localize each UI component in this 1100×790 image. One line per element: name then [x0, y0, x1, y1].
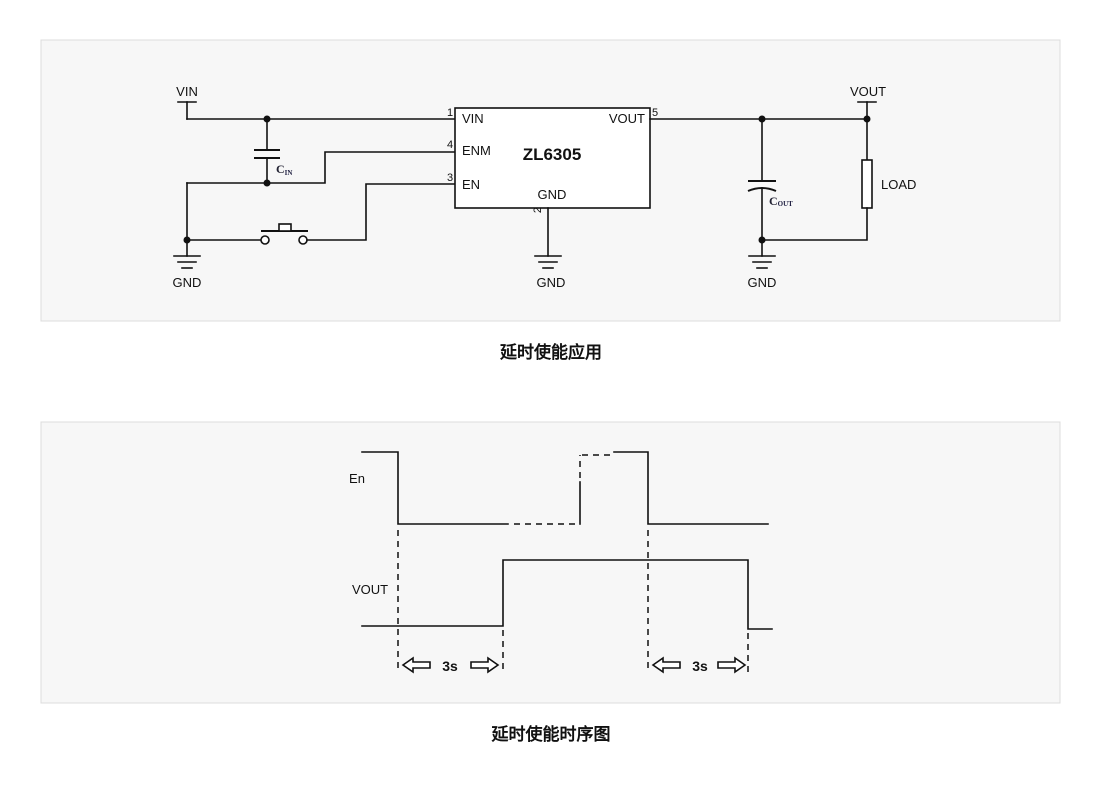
- timing-panel-background: [40, 421, 1061, 704]
- en-second-falling-edge: [613, 451, 769, 525]
- pin-number-2: 2: [532, 207, 544, 213]
- turn-off-delay-marker: 3s: [651, 656, 747, 674]
- switch-right-terminal: [298, 235, 308, 245]
- vin-supply-symbol: VIN: [176, 84, 198, 120]
- right-ground-label: GND: [748, 275, 777, 290]
- input-capacitor: CIN: [254, 118, 292, 184]
- switch-plunger: [278, 223, 292, 232]
- timing-panel: En VOUT 3s 3s: [40, 421, 1061, 704]
- pin-number-4: 4: [447, 139, 453, 151]
- cout-label: COUT: [769, 194, 793, 208]
- cout-label-letter: C: [769, 194, 778, 208]
- right-arrow-icon: [717, 656, 747, 674]
- left-ground-symbol: GND: [173, 255, 202, 290]
- switch-left-terminal: [260, 235, 270, 245]
- cin-label-subscript: IN: [285, 169, 293, 177]
- left-arrow-icon: [401, 656, 431, 674]
- vout-output-symbol: VOUT: [850, 84, 886, 120]
- timing-caption: 延时使能时序图: [491, 724, 611, 745]
- chip-body: [454, 107, 651, 209]
- chip-pin-vin-label: VIN: [462, 111, 484, 126]
- en-falling-edge: [361, 451, 509, 525]
- load-body: [861, 159, 873, 209]
- turn-on-delay-marker: 3s: [401, 656, 500, 674]
- chip-ground-label: GND: [537, 275, 566, 290]
- left-arrow-icon: [651, 656, 681, 674]
- pin-number-3: 3: [447, 172, 453, 184]
- right-ground-symbol: GND: [748, 255, 777, 290]
- pin-number-5: 5: [652, 107, 658, 119]
- chip-pin-enm-label: ENM: [462, 143, 491, 158]
- push-button-switch: [186, 183, 456, 245]
- chip-name: ZL6305: [523, 145, 582, 164]
- cin-label: CIN: [276, 162, 292, 177]
- en-wire: [306, 183, 456, 241]
- load-bottom-wire: [761, 207, 868, 241]
- vout-waveform: [361, 559, 773, 630]
- vin-label: VIN: [176, 84, 198, 99]
- circuit-panel: VIN CIN: [40, 39, 1061, 322]
- load-label: LOAD: [881, 177, 916, 192]
- cout-label-subscript: OUT: [778, 200, 794, 208]
- chip-pin-vout-label: VOUT: [609, 111, 645, 126]
- enm-wire: [186, 151, 456, 184]
- turn-off-delay-label: 3s: [692, 658, 708, 674]
- output-capacitor: COUT: [747, 118, 793, 257]
- circuit-caption: 延时使能应用: [499, 342, 602, 363]
- chip-zl6305: ZL6305 VIN ENM EN GND VOUT 1 4 3 5 2: [447, 107, 658, 213]
- turn-on-delay-label: 3s: [442, 658, 458, 674]
- pin-number-1: 1: [447, 107, 453, 119]
- left-ground-label: GND: [173, 275, 202, 290]
- en-signal-label: En: [349, 471, 365, 486]
- chip-pin-en-label: EN: [462, 177, 480, 192]
- cin-label-letter: C: [276, 162, 285, 176]
- load-resistor: LOAD: [761, 118, 916, 241]
- en-waveform: [361, 451, 769, 525]
- chip-pin-gnd-label: GND: [538, 187, 567, 202]
- chip-ground-symbol: GND: [534, 255, 566, 290]
- vout-label: VOUT: [850, 84, 886, 99]
- vout-signal-label: VOUT: [352, 582, 388, 597]
- right-arrow-icon: [470, 656, 500, 674]
